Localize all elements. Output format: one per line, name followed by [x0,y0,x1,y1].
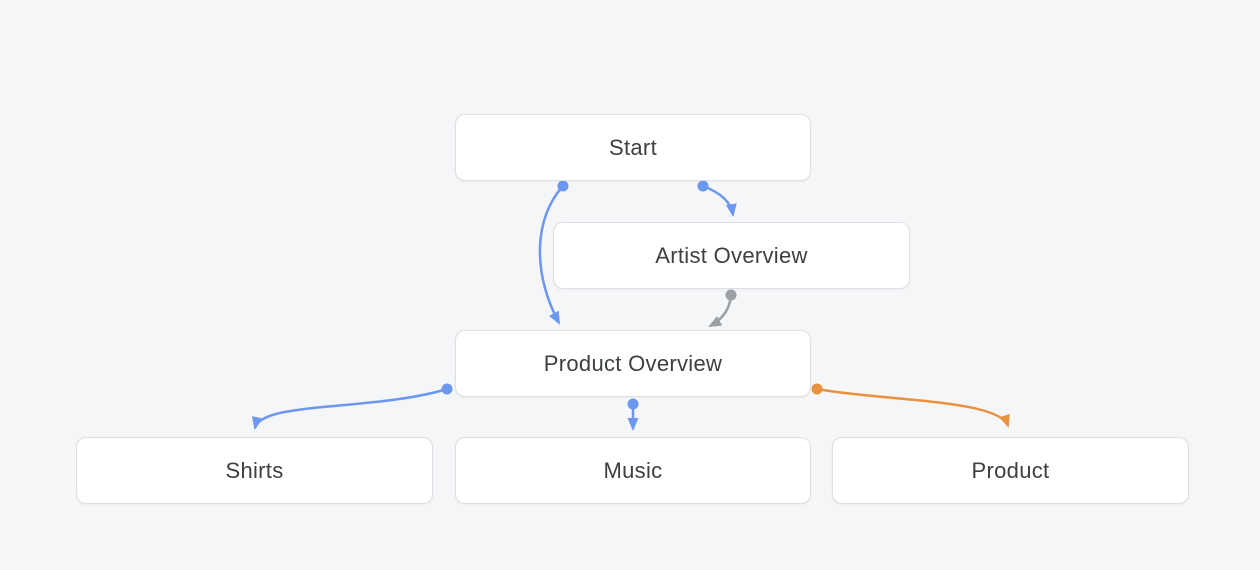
node-shirts[interactable]: Shirts [76,437,433,504]
node-artist-overview[interactable]: Artist Overview [553,222,910,289]
edge-artist-overview-to-product-overview-line[interactable] [708,294,733,328]
edge-product-overview-to-shirts-line[interactable] [252,387,448,430]
edge-product-overview-to-product [811,383,1010,428]
node-product[interactable]: Product [832,437,1189,504]
node-product-overview[interactable]: Product Overview [455,330,811,397]
node-product-overview-label: Product Overview [543,350,723,376]
node-artist-overview-label: Artist Overview [655,242,808,268]
node-start[interactable]: Start [455,114,811,181]
edge-artist-overview-to-product-overview [708,289,737,328]
node-start-label: Start [609,134,657,160]
edge-start-to-artist-overview-line[interactable] [702,184,737,217]
node-music[interactable]: Music [455,437,811,504]
edge-start-to-product-overview-line[interactable] [538,185,564,325]
node-shirts-label: Shirts [225,457,284,483]
edge-product-overview-to-shirts [252,383,453,430]
edge-product-overview-to-music [627,398,639,431]
edge-start-to-artist-overview [697,180,737,217]
edge-product-overview-to-product-line[interactable] [816,387,1010,428]
node-music-label: Music [603,457,663,483]
node-product-label: Product [971,457,1050,483]
